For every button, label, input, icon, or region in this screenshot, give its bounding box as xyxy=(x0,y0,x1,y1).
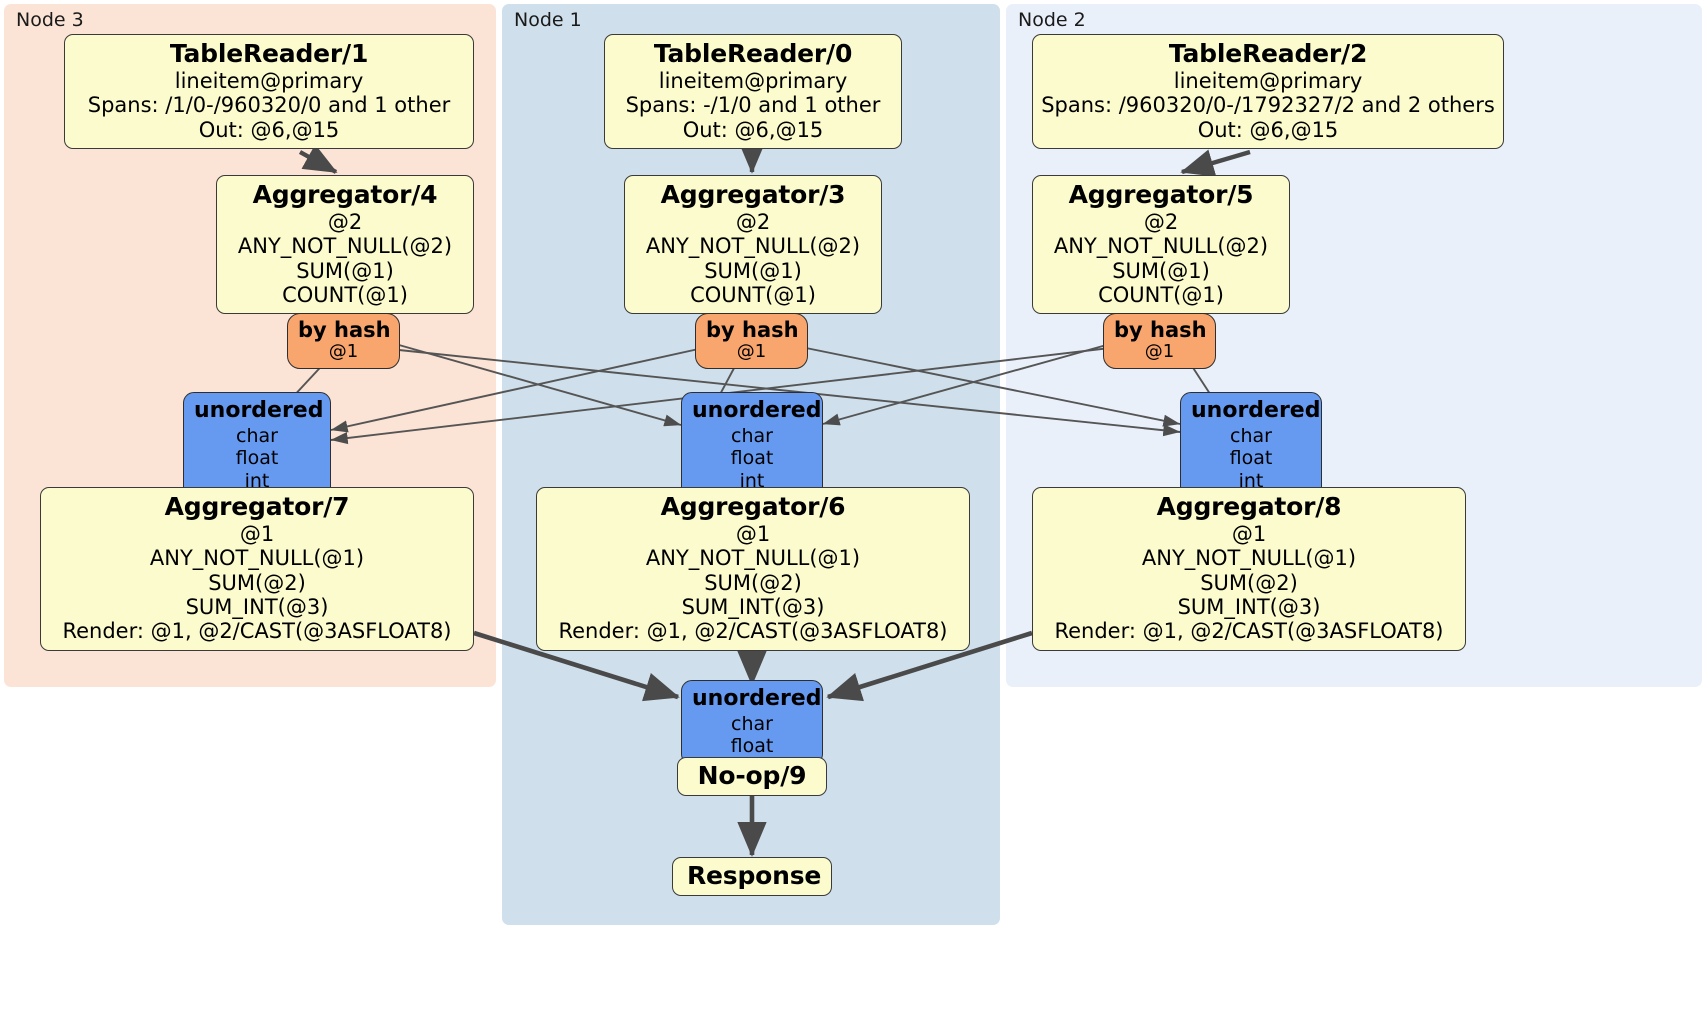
processor-line: ANY_NOT_NULL(@2) xyxy=(237,234,453,259)
router-title: by hash xyxy=(1114,318,1207,342)
processor-line: SUM_INT(@3) xyxy=(681,595,825,620)
synchronizer-line: float xyxy=(235,447,279,470)
router-by-hash-left[interactable]: by hash @1 xyxy=(287,313,400,369)
processor-line: @2 xyxy=(1143,210,1179,234)
processor-line: Spans: /960320/0-/1792327/2 and 2 others xyxy=(1041,93,1495,118)
processor-table-reader-1[interactable]: TableReader/1 lineitem@primary Spans: /1… xyxy=(64,34,474,150)
synchronizer-line: float xyxy=(730,735,774,758)
processor-line: @1 xyxy=(239,522,275,546)
processor-line: ANY_NOT_NULL(@2) xyxy=(645,234,861,259)
processor-line: @1 xyxy=(1231,522,1267,546)
synchronizer-line: char xyxy=(1230,424,1272,447)
processor-line: SUM(@2) xyxy=(704,570,802,595)
processor-line: Render: @1, @2/CAST(@3ASFLOAT8) xyxy=(1054,619,1444,644)
synchronizer-line: int xyxy=(1238,469,1264,492)
processor-line: ANY_NOT_NULL(@1) xyxy=(149,546,365,571)
processor-line: SUM_INT(@3) xyxy=(1177,595,1321,620)
synchronizer-line: float xyxy=(730,447,774,470)
processor-line: ANY_NOT_NULL(@1) xyxy=(645,546,861,571)
processor-line: Spans: /1/0-/960320/0 and 1 other xyxy=(87,93,451,118)
synchronizer-line: float xyxy=(1229,447,1273,470)
processor-aggregator-3[interactable]: Aggregator/3 @2 ANY_NOT_NULL(@2) SUM(@1)… xyxy=(624,175,882,315)
processor-response[interactable]: Response xyxy=(672,857,832,896)
processor-line: SUM(@2) xyxy=(1200,570,1298,595)
processor-line: @2 xyxy=(327,210,363,234)
processor-line: lineitem@primary xyxy=(1173,69,1363,93)
processor-title: Aggregator/4 xyxy=(252,180,438,209)
synchronizer-unordered-right[interactable]: unordered char float int xyxy=(1180,392,1322,500)
processor-title: TableReader/2 xyxy=(1168,39,1368,68)
processor-line: ANY_NOT_NULL(@2) xyxy=(1053,234,1269,259)
processor-line: Out: @6,@15 xyxy=(682,117,824,142)
processor-title: Response xyxy=(687,861,822,890)
processor-title: TableReader/1 xyxy=(169,39,369,68)
processor-title: No-op/9 xyxy=(697,761,807,790)
processor-title: Aggregator/3 xyxy=(660,180,846,209)
processor-aggregator-4[interactable]: Aggregator/4 @2 ANY_NOT_NULL(@2) SUM(@1)… xyxy=(216,175,474,315)
processor-title: TableReader/0 xyxy=(653,39,853,68)
processor-line: lineitem@primary xyxy=(174,69,364,93)
synchronizer-line: int xyxy=(244,469,270,492)
synchronizer-title: unordered xyxy=(1191,398,1321,423)
processor-line: lineitem@primary xyxy=(658,69,848,93)
processor-line: COUNT(@1) xyxy=(282,283,408,308)
processor-noop-9[interactable]: No-op/9 xyxy=(677,757,827,796)
synchronizer-line: char xyxy=(731,424,773,447)
processor-line: Spans: -/1/0 and 1 other xyxy=(625,93,881,118)
router-by-hash-right[interactable]: by hash @1 xyxy=(1103,313,1216,369)
router-line: @1 xyxy=(1144,341,1175,363)
router-line: @1 xyxy=(328,341,359,363)
processor-line: Out: @6,@15 xyxy=(1197,117,1339,142)
processor-table-reader-0[interactable]: TableReader/0 lineitem@primary Spans: -/… xyxy=(604,34,902,150)
processor-aggregator-8[interactable]: Aggregator/8 @1 ANY_NOT_NULL(@1) SUM(@2)… xyxy=(1032,487,1466,651)
processor-line: Render: @1, @2/CAST(@3ASFLOAT8) xyxy=(62,619,452,644)
synchronizer-title: unordered xyxy=(692,398,822,423)
router-line: @1 xyxy=(736,341,767,363)
synchronizer-line: int xyxy=(739,469,765,492)
processor-line: SUM(@1) xyxy=(1112,258,1210,283)
router-title: by hash xyxy=(298,318,391,342)
processor-line: SUM(@1) xyxy=(296,258,394,283)
synchronizer-line: char xyxy=(236,424,278,447)
router-by-hash-center[interactable]: by hash @1 xyxy=(695,313,808,369)
synchronizer-line: char xyxy=(731,712,773,735)
processor-title: Aggregator/6 xyxy=(660,492,846,521)
processor-aggregator-6[interactable]: Aggregator/6 @1 ANY_NOT_NULL(@1) SUM(@2)… xyxy=(536,487,970,651)
processor-title: Aggregator/7 xyxy=(164,492,350,521)
processor-title: Aggregator/5 xyxy=(1068,180,1254,209)
processor-title: Aggregator/8 xyxy=(1156,492,1342,521)
synchronizer-unordered-center[interactable]: unordered char float int xyxy=(681,392,823,500)
processor-line: SUM(@1) xyxy=(704,258,802,283)
synchronizer-unordered-left[interactable]: unordered char float int xyxy=(183,392,331,500)
node-panel-label-node1: Node 1 xyxy=(514,9,582,31)
processor-line: SUM(@2) xyxy=(208,570,306,595)
processor-aggregator-5[interactable]: Aggregator/5 @2 ANY_NOT_NULL(@2) SUM(@1)… xyxy=(1032,175,1290,315)
processor-line: ANY_NOT_NULL(@1) xyxy=(1141,546,1357,571)
processor-line: Out: @6,@15 xyxy=(198,117,340,142)
processor-table-reader-2[interactable]: TableReader/2 lineitem@primary Spans: /9… xyxy=(1032,34,1504,150)
synchronizer-title: unordered xyxy=(692,686,822,711)
node-panel-label-node2: Node 2 xyxy=(1018,9,1086,31)
processor-line: Render: @1, @2/CAST(@3ASFLOAT8) xyxy=(558,619,948,644)
node-panel-label-node3: Node 3 xyxy=(16,9,84,31)
processor-aggregator-7[interactable]: Aggregator/7 @1 ANY_NOT_NULL(@1) SUM(@2)… xyxy=(40,487,474,651)
processor-line: COUNT(@1) xyxy=(1098,283,1224,308)
synchronizer-unordered-final[interactable]: unordered char float xyxy=(681,680,823,765)
processor-line: SUM_INT(@3) xyxy=(185,595,329,620)
processor-line: COUNT(@1) xyxy=(690,283,816,308)
synchronizer-title: unordered xyxy=(194,398,324,423)
processor-line: @2 xyxy=(735,210,771,234)
router-title: by hash xyxy=(706,318,799,342)
processor-line: @1 xyxy=(735,522,771,546)
